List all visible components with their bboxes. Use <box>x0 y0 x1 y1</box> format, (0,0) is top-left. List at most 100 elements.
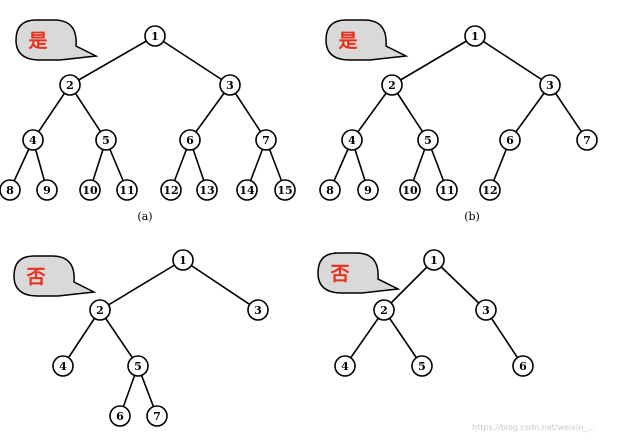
tree-node: 3 <box>539 74 561 96</box>
node-label: 4 <box>341 360 349 373</box>
tree-edge <box>509 84 551 141</box>
node-label: 7 <box>583 134 591 147</box>
tree-edge <box>69 84 107 141</box>
node-circle <box>423 249 445 271</box>
node-circle <box>576 129 598 151</box>
node-label: 3 <box>482 304 490 317</box>
node-label: 15 <box>277 184 292 197</box>
node-label: 7 <box>153 410 161 423</box>
tree-edge <box>383 259 435 311</box>
node-circle <box>381 74 403 96</box>
tree-edge <box>229 84 267 141</box>
node-label: 1 <box>179 254 187 267</box>
verdict-label: 否 <box>25 266 45 288</box>
tree-node: 4 <box>52 355 74 377</box>
node-circle <box>79 179 101 201</box>
tree-node: 8 <box>0 179 21 201</box>
node-label: 11 <box>119 184 134 197</box>
node-label: 6 <box>186 134 194 147</box>
node-label: 6 <box>519 360 527 373</box>
tree-edge <box>182 259 259 311</box>
tree-node: 12 <box>479 179 501 201</box>
node-circle <box>22 129 44 151</box>
tree-edge <box>189 84 231 141</box>
tree-edge <box>344 309 385 367</box>
tree-node: 6 <box>109 405 131 427</box>
tree-node: 12 <box>160 179 182 201</box>
node-label: 12 <box>482 184 497 197</box>
node-circle <box>116 179 138 201</box>
node-circle <box>172 249 194 271</box>
node-label: 7 <box>262 134 270 147</box>
tree-edge <box>391 35 476 86</box>
node-circle <box>539 74 561 96</box>
tree-node: 1 <box>423 249 445 271</box>
node-circle <box>399 179 421 201</box>
node-label: 11 <box>439 184 454 197</box>
tree-edge <box>549 84 588 141</box>
tree-node: 2 <box>59 74 81 96</box>
node-circle <box>334 355 356 377</box>
tree-edge <box>69 35 156 86</box>
tree-node: 4 <box>22 129 44 151</box>
node-label: 5 <box>418 360 426 373</box>
tree-node: 6 <box>179 129 201 151</box>
tree-node: 7 <box>146 405 168 427</box>
node-circle <box>411 355 433 377</box>
node-circle <box>160 179 182 201</box>
tree-edge <box>485 309 524 367</box>
node-circle <box>357 179 379 201</box>
verdict-label: 是 <box>338 30 357 52</box>
tree-node: 4 <box>334 355 356 377</box>
node-circle <box>319 179 341 201</box>
tree-caption: (b) <box>464 210 480 223</box>
node-label: 2 <box>96 304 104 317</box>
node-circle <box>95 129 117 151</box>
speech-bubble-shape <box>317 252 401 294</box>
tree-edge <box>383 309 423 367</box>
node-circle <box>89 299 111 321</box>
node-label: 4 <box>59 360 67 373</box>
tree-node: 7 <box>255 129 277 151</box>
node-label: 6 <box>116 410 124 423</box>
tree-node: 9 <box>36 179 58 201</box>
node-label: 5 <box>424 134 432 147</box>
node-label: 14 <box>239 184 255 197</box>
node-circle <box>179 129 201 151</box>
node-label: 10 <box>402 184 418 197</box>
tree-node: 1 <box>144 25 166 47</box>
speech-bubble-shape <box>325 19 409 61</box>
node-label: 1 <box>151 30 159 43</box>
tree-node: 5 <box>417 129 439 151</box>
node-label: 2 <box>388 79 396 92</box>
verdict-bubble-d: 否 <box>317 252 401 294</box>
node-label: 12 <box>163 184 178 197</box>
node-circle <box>146 405 168 427</box>
node-circle <box>236 179 258 201</box>
tree-edge <box>351 84 393 141</box>
tree-node: 3 <box>247 299 269 321</box>
tree-edge <box>32 84 71 141</box>
node-circle <box>464 25 486 47</box>
node-label: 1 <box>430 254 438 267</box>
tree-node: 13 <box>196 179 218 201</box>
tree-edge <box>99 259 184 311</box>
node-label: 8 <box>6 184 14 197</box>
tree-edge <box>99 309 139 367</box>
tree-edge <box>62 309 101 367</box>
node-label: 8 <box>326 184 334 197</box>
node-circle <box>436 179 458 201</box>
node-circle <box>219 74 241 96</box>
node-label: 10 <box>82 184 98 197</box>
tree-node: 8 <box>319 179 341 201</box>
tree-node: 1 <box>464 25 486 47</box>
tree-node: 10 <box>79 179 101 201</box>
verdict-bubble-c: 否 <box>13 255 97 297</box>
tree-edge <box>154 35 231 86</box>
node-circle <box>475 299 497 321</box>
